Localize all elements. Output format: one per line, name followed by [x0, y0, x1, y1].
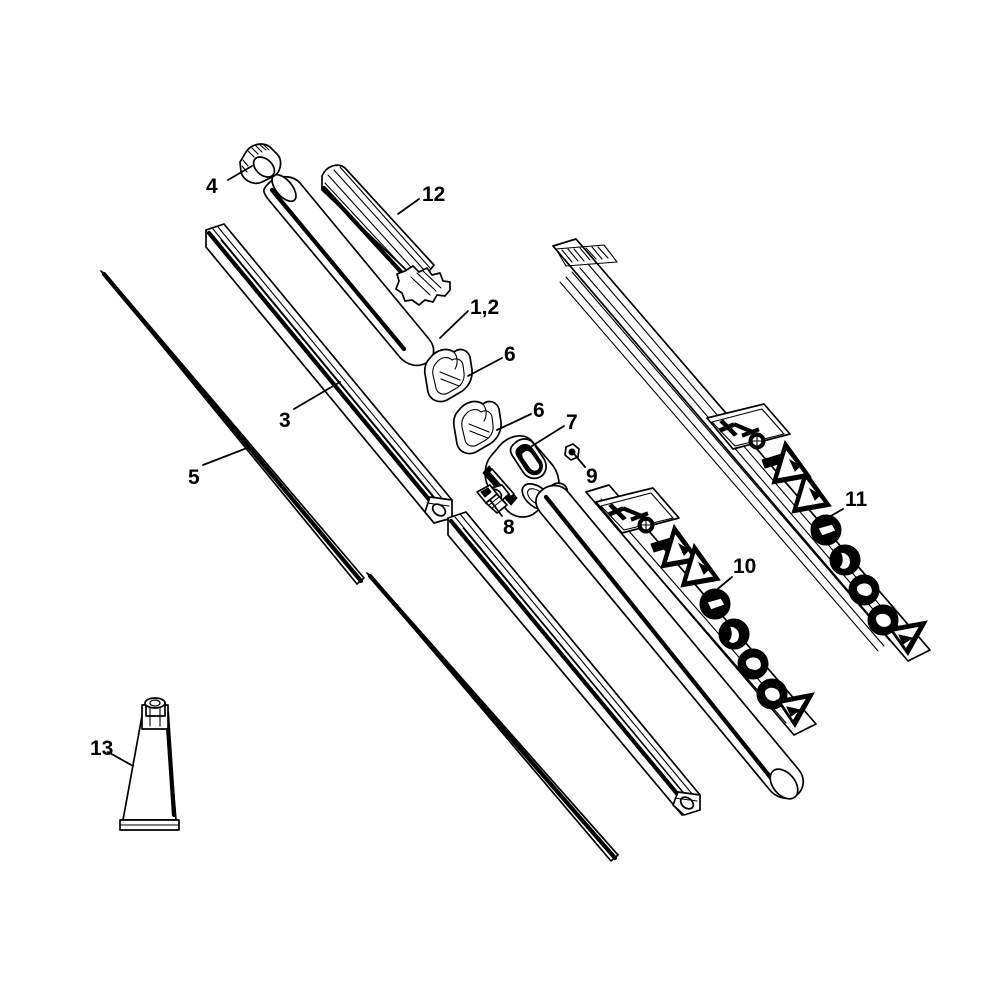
part-11-safety-label — [552, 238, 931, 662]
part-1-2-drive-tube — [263, 173, 435, 367]
part-6-clamp-shell-b — [452, 400, 502, 455]
part-6-clamp-shell-a — [423, 348, 473, 403]
spline-star-end — [395, 265, 451, 306]
part-4-collar-ring — [239, 143, 282, 185]
pictogram-no-cutting — [706, 403, 791, 469]
callout-1-2: 1,2 — [470, 296, 500, 319]
part-10-safety-label — [585, 484, 817, 736]
part-13-grease-tube — [119, 697, 180, 831]
part-1-2-drive-tube-lower — [535, 484, 805, 800]
callout-10: 10 — [733, 555, 757, 578]
callout-6-a: 6 — [504, 343, 516, 366]
pictogram-ppe-circles — [810, 514, 928, 656]
callout-9: 9 — [586, 465, 598, 488]
pictogram-ppe-circles-10 — [699, 588, 815, 728]
callout-3: 3 — [279, 409, 291, 432]
callout-6-b: 6 — [533, 399, 545, 422]
part-5-flexible-drive-shaft — [100, 270, 619, 862]
callout-8: 8 — [503, 516, 515, 539]
callout-5: 5 — [188, 466, 200, 489]
callout-7: 7 — [566, 411, 578, 434]
part-3-drive-tube-with-liner — [205, 223, 453, 524]
callout-4: 4 — [206, 175, 218, 198]
leader-lines — [107, 165, 844, 767]
part-12-splined-liner — [321, 164, 451, 306]
part-8-clamping-screw — [476, 484, 508, 514]
callout-12: 12 — [422, 183, 446, 206]
part-3-drive-tube-lower — [447, 511, 701, 816]
pictogram-no-cutting-10 — [595, 487, 680, 553]
callout-11: 11 — [845, 488, 868, 511]
pictogram-warning-triangles — [771, 439, 832, 514]
callout-13: 13 — [90, 737, 114, 760]
pictogram-warning-triangles-10 — [660, 523, 721, 588]
